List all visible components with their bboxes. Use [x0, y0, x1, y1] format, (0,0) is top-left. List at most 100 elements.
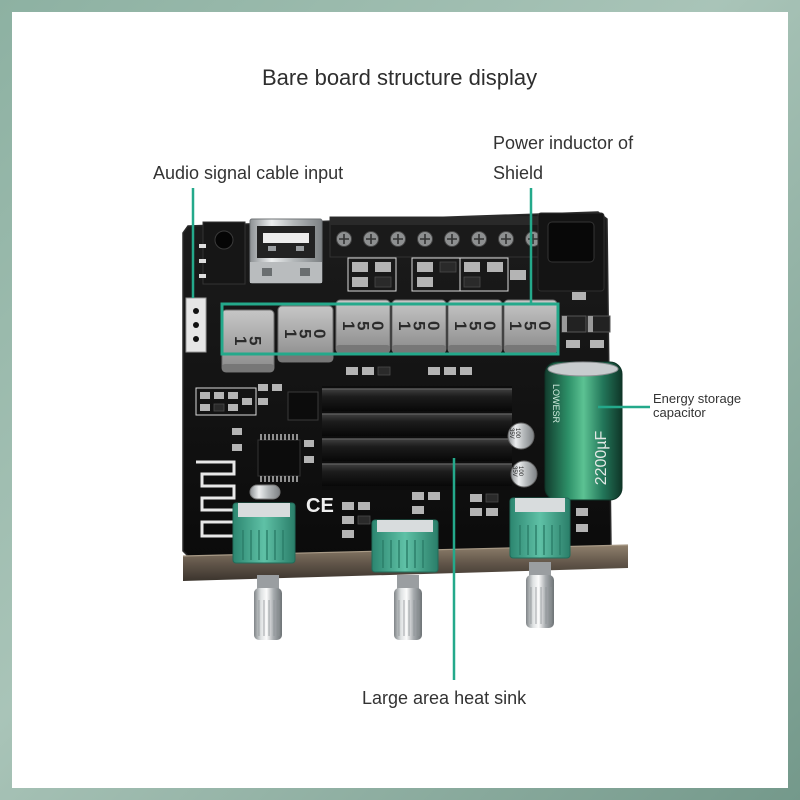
potentiometer-right — [509, 497, 571, 559]
callout-label-line: Shield — [493, 163, 544, 183]
smd-component — [377, 366, 391, 376]
power-inductor: 150 — [335, 299, 391, 354]
smd-component — [258, 384, 268, 391]
usb-tongue — [263, 233, 309, 243]
terminal-screw — [336, 231, 352, 247]
power-inductor: 150 — [391, 299, 447, 354]
smd-component — [412, 506, 424, 514]
inductor-side — [504, 345, 557, 353]
connector-pin — [193, 322, 199, 328]
smd-component — [464, 262, 480, 272]
terminal-screw — [363, 231, 379, 247]
smd-component — [428, 367, 440, 375]
audio-jack-hole — [214, 230, 234, 250]
callout-lines — [191, 188, 650, 680]
smd-component — [576, 508, 588, 516]
silkscreen-outline — [459, 257, 509, 292]
smd-component — [485, 493, 499, 503]
silkscreen-outline — [195, 387, 257, 416]
smd-component — [346, 367, 358, 375]
power-inductor: 15 — [221, 309, 275, 373]
smd-component — [463, 276, 481, 288]
diode-band — [588, 316, 593, 332]
knob-knurl — [398, 600, 420, 636]
inductor-marking: 150 — [451, 321, 499, 335]
inductor-side — [336, 345, 390, 353]
audio-jack-pin — [199, 274, 206, 278]
terminal-screw — [525, 231, 541, 247]
knob-shaft — [526, 575, 554, 628]
smd-component — [214, 392, 224, 399]
callout-label-line: Power inductor of — [493, 133, 634, 153]
smd-component — [428, 492, 440, 500]
screw-slot — [420, 234, 430, 244]
inductor-side — [392, 345, 446, 353]
smd-component — [412, 492, 424, 500]
inductor-marking: 150 — [395, 321, 443, 335]
callout-label-line: Audio signal cable input — [153, 163, 344, 183]
connector-pin — [193, 308, 199, 314]
callout-label-energy-capacitor: Energy storage capacitor — [653, 392, 741, 420]
pot-ribs — [519, 525, 561, 555]
usb-contact — [268, 246, 276, 251]
ce-mark: CE — [306, 495, 334, 517]
inductor-marking: 150 — [281, 329, 329, 343]
ic-body — [257, 439, 301, 477]
speaker-terminal-block — [329, 216, 545, 258]
knob-knurl — [530, 587, 552, 624]
terminal-top — [330, 217, 544, 225]
smd-component — [362, 367, 374, 375]
usb-contact — [296, 246, 304, 251]
power-inductor: 150 — [447, 299, 503, 354]
inductor-side — [222, 364, 274, 372]
smd-component — [242, 398, 252, 405]
smd-component — [232, 428, 242, 435]
smd-component — [228, 392, 238, 399]
crystal-oscillator — [249, 484, 281, 500]
smd-component — [417, 277, 433, 287]
small-capacitor-voltage: 35V — [508, 428, 514, 439]
smd-component — [444, 367, 456, 375]
amplifier-board: 15 150 150 150 150 — [182, 211, 629, 640]
terminal-screw — [417, 231, 433, 247]
audio-jack-pin — [199, 259, 206, 263]
knob-shaft-left — [254, 575, 282, 640]
page-title: Bare board structure display — [262, 65, 538, 90]
diode-band — [562, 316, 567, 332]
inductor-side — [278, 354, 333, 362]
diodes — [561, 292, 611, 348]
dc-jack-front — [547, 221, 595, 263]
amplifier-ic — [257, 434, 301, 482]
terminal-screw — [390, 231, 406, 247]
smd-component — [342, 516, 354, 524]
small-capacitor: 100 35V — [507, 422, 535, 450]
small-capacitor: 100 35V — [510, 460, 538, 488]
smd-component — [358, 502, 370, 510]
smd-component — [590, 340, 604, 348]
audio-jack — [199, 221, 246, 285]
heat-sink-fin — [322, 439, 512, 461]
smd-component — [486, 508, 498, 516]
inductor-marking: 150 — [506, 321, 554, 335]
inductor-marking: 150 — [339, 321, 387, 335]
power-inductor: 150 — [277, 305, 334, 363]
smd-component — [232, 444, 242, 451]
callout-label-line: Large area heat sink — [362, 688, 527, 708]
smd-component — [200, 392, 210, 399]
smd-component — [566, 340, 580, 348]
smd-component — [572, 292, 586, 300]
screw-slot — [474, 234, 484, 244]
usb-base — [250, 262, 322, 283]
smd-component — [439, 261, 457, 273]
screw-slot — [501, 234, 511, 244]
heat-sink-fin — [322, 414, 512, 436]
silkscreen-outline — [347, 257, 397, 292]
smd-component — [342, 530, 354, 538]
pot-top — [515, 498, 565, 512]
heat-sink-fin — [322, 389, 512, 411]
audio-jack-pin — [199, 244, 206, 248]
knob-nut — [397, 575, 419, 589]
smd-component — [487, 262, 503, 272]
screw-slot — [393, 234, 403, 244]
terminal-screw — [471, 231, 487, 247]
